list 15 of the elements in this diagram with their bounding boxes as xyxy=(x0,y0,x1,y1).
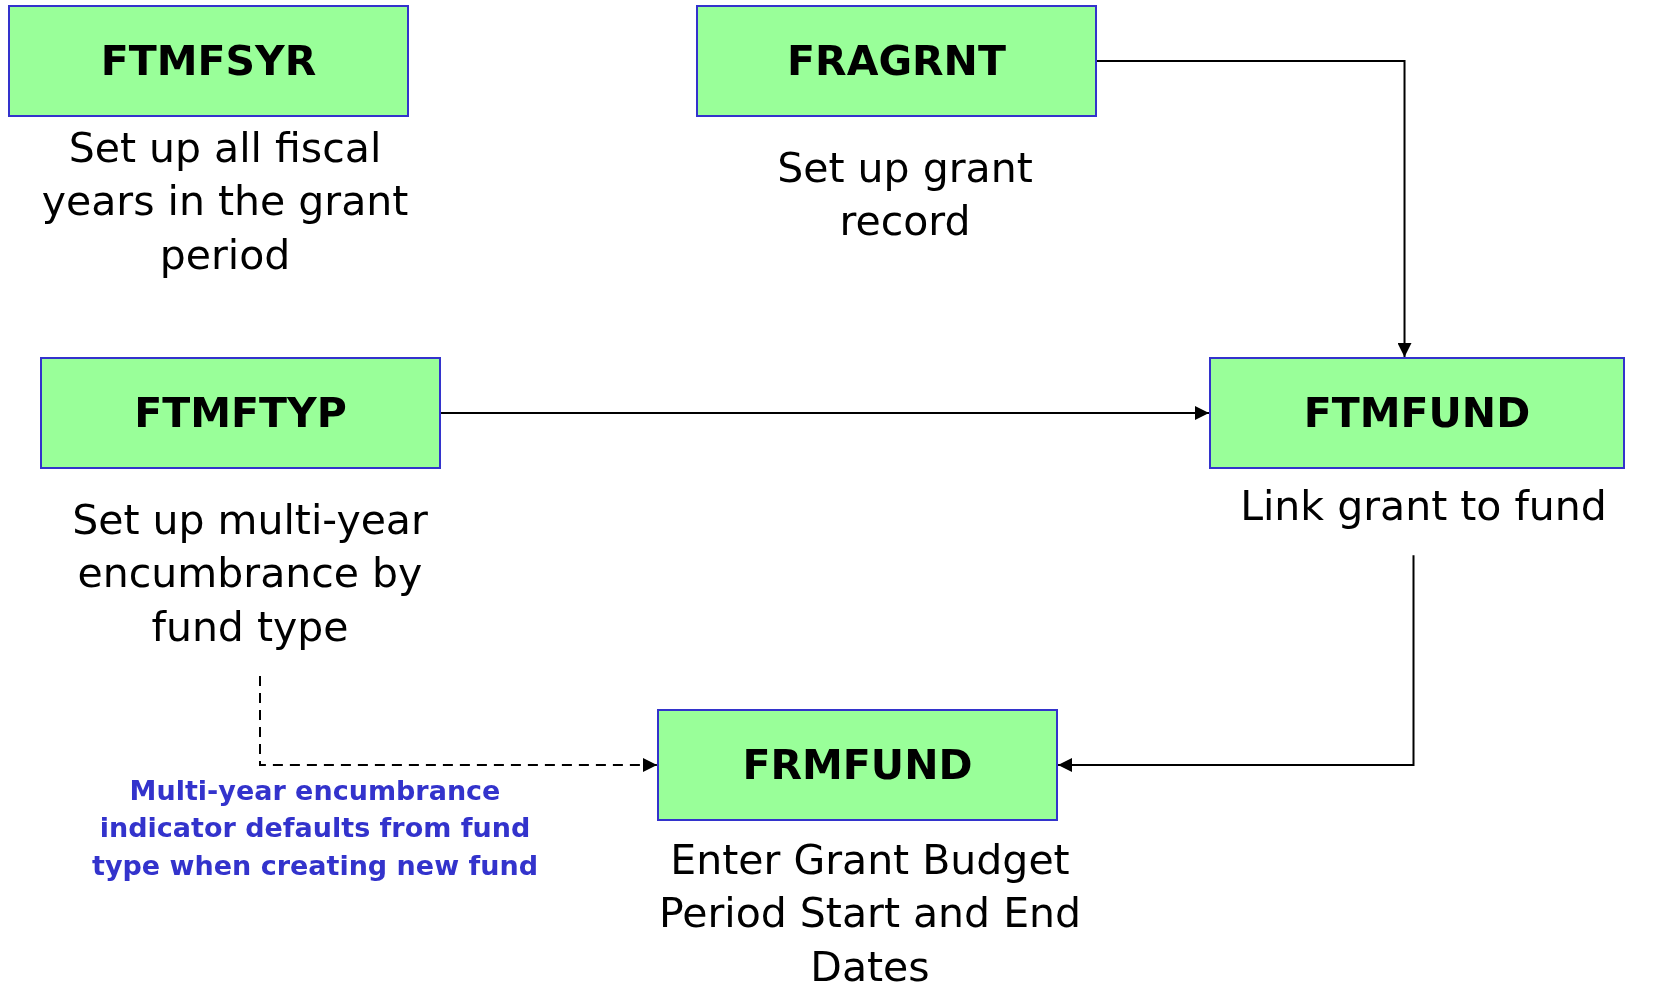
step-description: Link grant to fund xyxy=(1239,481,1608,532)
arrow xyxy=(1096,60,1412,358)
process-box: FTMFTYP xyxy=(40,357,441,469)
note-text: Multi-year encumbrance indicator defaults from fund type when creating new fund xyxy=(91,774,539,883)
step-description: Set up grant record xyxy=(776,143,1034,248)
process-box: FRMFUND xyxy=(657,709,1058,821)
step-description: Set up all fiscal years in the grant period xyxy=(40,123,410,281)
process-box: FTMFUND xyxy=(1209,357,1625,469)
process-box: FRAGRNT xyxy=(696,5,1097,117)
arrow xyxy=(1057,554,1415,772)
step-description: Set up multi-year encumbrance by fund type xyxy=(71,495,429,653)
step-description: Enter Grant Budget Period Start and End Dates xyxy=(657,835,1083,993)
dashed-arrow xyxy=(259,674,658,772)
arrow xyxy=(440,406,1210,420)
process-box: FTMFSYR xyxy=(8,5,409,117)
